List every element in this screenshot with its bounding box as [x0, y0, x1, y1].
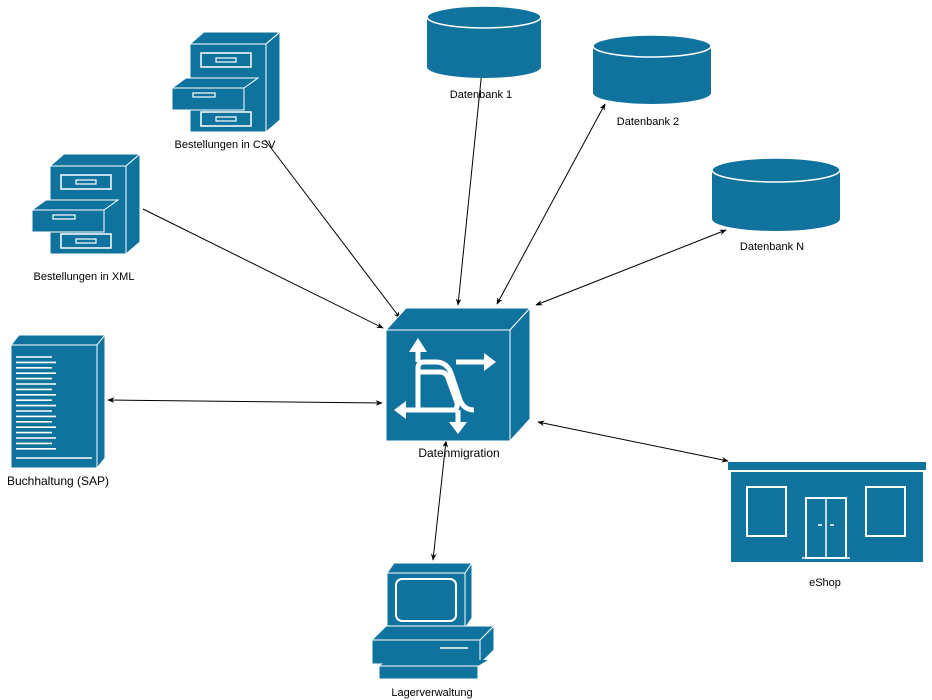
- filing-cabinet-icon: [30, 152, 142, 256]
- node-label: Datenbank N: [740, 241, 804, 253]
- node-lagerverwaltung[interactable]: Lagerverwaltung: [370, 561, 496, 699]
- edge-csv-center: [264, 139, 401, 319]
- node-bestellungen-csv[interactable]: Bestellungen in CSV: [170, 30, 282, 151]
- edge-eshop-center: [537, 420, 729, 463]
- node-label: Bestellungen in CSV: [175, 139, 277, 151]
- edges: [107, 69, 729, 561]
- node-datenmigration[interactable]: Datenmigration: [384, 306, 532, 460]
- node-label: Datenbank 1: [450, 89, 512, 101]
- edge-db2-center: [496, 103, 606, 305]
- database-icon: [592, 34, 712, 104]
- node-eshop[interactable]: eShop: [728, 462, 926, 589]
- store-icon: [728, 462, 926, 562]
- node-label: Buchhaltung (SAP): [7, 474, 109, 488]
- node-buchhaltung-sap[interactable]: Buchhaltung (SAP): [7, 333, 109, 488]
- node-datenbank-n[interactable]: Datenbank N: [711, 157, 841, 253]
- node-datenbank-2[interactable]: Datenbank 2: [592, 34, 712, 128]
- node-datenbank-1[interactable]: Datenbank 1: [426, 5, 542, 101]
- database-icon: [711, 157, 841, 231]
- filing-cabinet-icon: [170, 30, 282, 134]
- edge-xml-center: [142, 208, 384, 329]
- node-label: Datenbank 2: [617, 116, 679, 128]
- node-label: eShop: [809, 577, 841, 589]
- database-icon: [426, 5, 542, 78]
- router-icon: [384, 306, 532, 443]
- node-label: Lagerverwaltung: [391, 687, 472, 699]
- node-label: Datenmigration: [418, 446, 499, 460]
- server-icon: [9, 333, 107, 470]
- workstation-icon: [370, 561, 496, 680]
- edge-sap-center: [107, 397, 383, 406]
- node-label: Bestellungen in XML: [34, 271, 135, 283]
- edge-dbn-center: [535, 229, 727, 306]
- node-bestellungen-xml[interactable]: Bestellungen in XML: [30, 152, 142, 283]
- edge-lager-center: [430, 440, 449, 561]
- edge-db1-center: [455, 69, 485, 306]
